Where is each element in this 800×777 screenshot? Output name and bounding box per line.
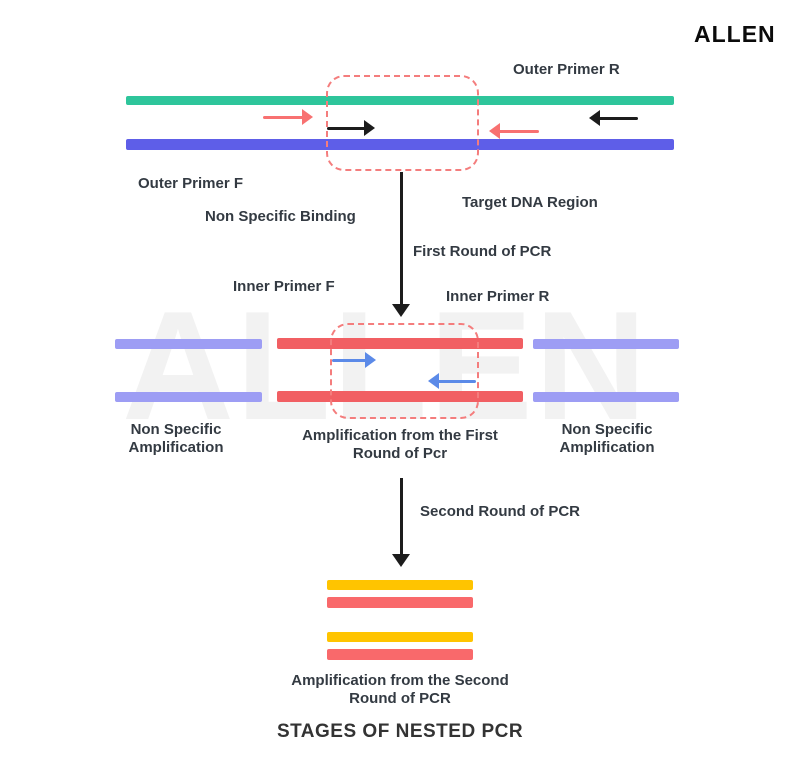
label-line-2: Round of Pcr	[352, 445, 448, 462]
target-dna-region-label: Target DNA Region	[462, 194, 598, 211]
arrow-head-icon	[364, 120, 375, 136]
outer-primer-r-label: Outer Primer R	[513, 61, 620, 78]
arrow-shaft	[437, 379, 476, 383]
inner-primer-f-label: Inner Primer F	[233, 278, 335, 295]
pink-reverse-primer-arrow	[489, 123, 539, 139]
arrow-head-icon	[589, 110, 600, 126]
arrow-head-icon	[365, 352, 376, 368]
inner-primer-r-arrow	[428, 373, 476, 389]
arrow-shaft	[498, 129, 539, 133]
arrow-head-icon	[428, 373, 439, 389]
arrow-head-icon	[392, 554, 410, 567]
label-line-1: Non Specific	[130, 421, 222, 438]
nonspecific-product-right-top	[533, 339, 679, 349]
label-line-1: Amplification from the First	[302, 427, 498, 444]
target-region-box-1	[326, 75, 479, 171]
nonspecific-product-left-top	[115, 339, 262, 349]
amplicon-yellow-2	[327, 632, 473, 642]
arrow-head-icon	[392, 304, 410, 317]
outer-primer-f-label: Outer Primer F	[138, 175, 244, 192]
first-round-of-pcr-label: First Round of PCR	[413, 243, 552, 260]
non-specific-binding-label: Non Specific Binding	[205, 208, 356, 225]
arrow-head-icon	[489, 123, 500, 139]
second-round-of-pcr-label: Second Round of PCR	[420, 503, 580, 520]
nonspecific-product-left-bottom	[115, 392, 262, 402]
black-forward-primer-arrow	[327, 120, 375, 136]
target-region-box-2	[330, 323, 479, 419]
label-line-2: Amplification	[128, 439, 224, 456]
amplification-second-round-label: Amplification from the Second Round of P…	[270, 672, 530, 708]
first-round-down-arrow	[392, 172, 410, 317]
allen-logo: ALLEN	[694, 21, 776, 47]
first-round-product-bottom	[277, 391, 523, 402]
amplicon-red-2	[327, 649, 473, 660]
arrow-shaft	[327, 126, 366, 130]
arrow-shaft	[399, 478, 403, 556]
non-specific-amplification-right-label: Non Specific Amplification	[537, 421, 677, 457]
dna-strand-top-green	[126, 96, 674, 105]
label-line-2: Amplification	[559, 439, 655, 456]
inner-primer-r-label: Inner Primer R	[446, 288, 550, 305]
arrow-shaft	[399, 172, 403, 306]
amplification-first-round-label: Amplification from the First Round of Pc…	[283, 427, 517, 463]
first-round-product-top	[277, 338, 523, 349]
amplicon-yellow-1	[327, 580, 473, 590]
arrow-shaft	[332, 358, 367, 362]
inner-primer-f-arrow	[332, 352, 376, 368]
label-line-1: Non Specific	[561, 421, 653, 438]
arrow-shaft	[263, 115, 304, 119]
label-line-1: Amplification from the Second	[291, 672, 509, 689]
amplicon-red-1	[327, 597, 473, 608]
nonspecific-product-right-bottom	[533, 392, 679, 402]
second-round-down-arrow	[392, 478, 410, 567]
dna-strand-bottom-indigo	[126, 139, 674, 150]
pink-forward-primer-arrow	[263, 109, 313, 125]
label-line-2: Round of PCR	[349, 690, 451, 707]
arrow-head-icon	[302, 109, 313, 125]
black-reverse-primer-arrow	[589, 110, 638, 126]
non-specific-amplification-left-label: Non Specific Amplification	[106, 421, 246, 457]
diagram-title: STAGES OF NESTED PCR	[276, 721, 524, 742]
arrow-shaft	[598, 116, 638, 120]
